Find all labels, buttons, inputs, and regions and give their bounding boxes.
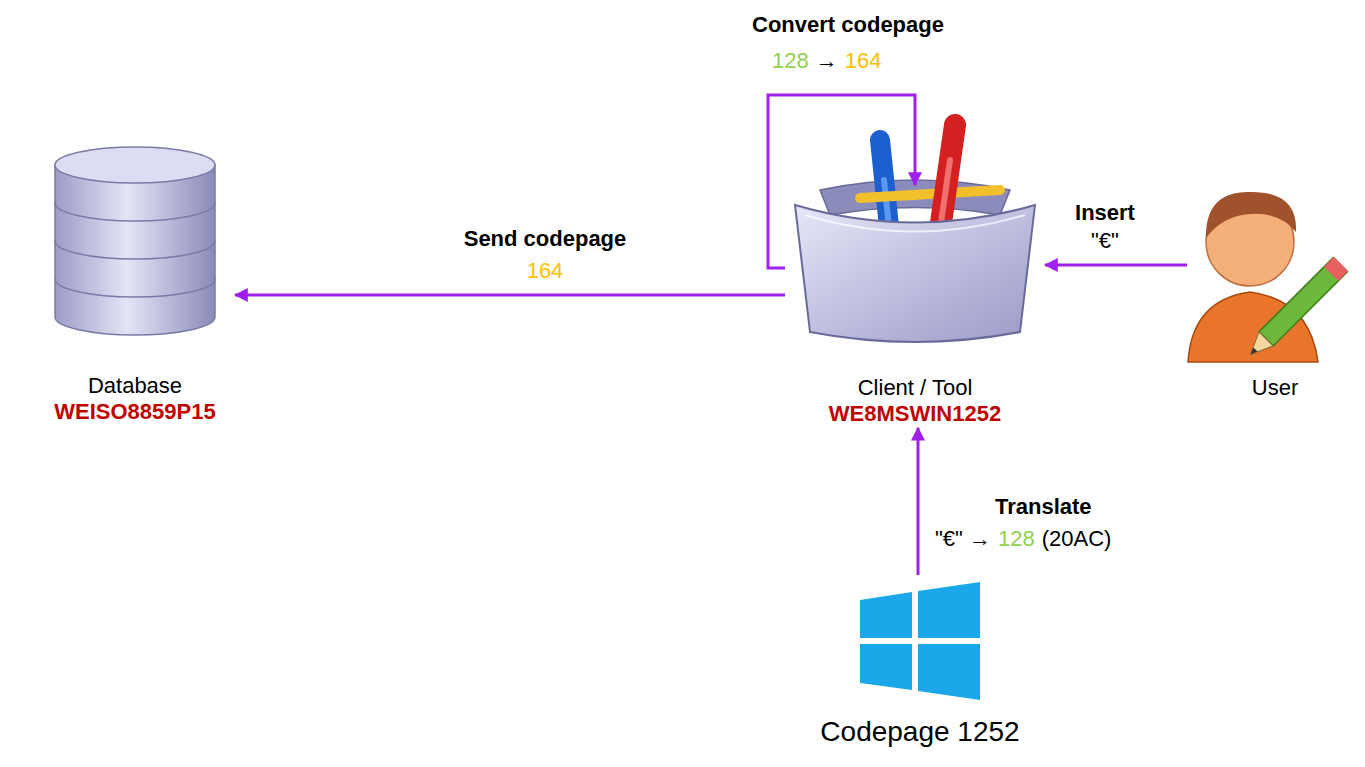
flow-arrow [917, 428, 920, 575]
edge-label: Send codepage [464, 226, 627, 252]
codepage-value: (20AC) [1042, 526, 1112, 552]
charset-label: WEISO8859P15 [54, 399, 215, 425]
database-icon [55, 147, 215, 335]
node-label: Codepage 1252 [820, 715, 1019, 749]
codepage-value: 164 [527, 258, 564, 284]
codepage-value: 128 [998, 526, 1035, 552]
edge-label: Translate [995, 494, 1092, 520]
codepage-value: "€" [1091, 228, 1119, 254]
node-label: User [1252, 375, 1298, 401]
codepage-value: 128 [772, 48, 809, 74]
user-icon [1188, 192, 1348, 362]
node-label: Database [88, 373, 182, 399]
node-label: Client / Tool [858, 375, 973, 401]
flow-arrow [1045, 264, 1187, 267]
database-node: DatabaseWEISO8859P15 [35, 145, 235, 426]
flow-arrow [235, 294, 785, 297]
client-node: Client / ToolWE8MSWIN1252 [785, 185, 1045, 428]
charset-label: WE8MSWIN1252 [829, 401, 1001, 427]
flow-arrow [768, 95, 915, 268]
icon-space [135, 145, 136, 373]
windows-logo [860, 582, 980, 700]
edge-label: Insert [1075, 200, 1135, 226]
icon-space [920, 575, 921, 715]
edge-label: Convert codepage [752, 12, 944, 38]
codepage-value: 164 [845, 48, 882, 74]
codepage-value: → [816, 48, 838, 74]
icon-space [915, 185, 916, 375]
icon-space [1275, 175, 1276, 375]
codepage-value: "€" → [935, 526, 991, 552]
codepage-node: Codepage 1252 [814, 575, 1026, 749]
user-node: User [1187, 175, 1363, 401]
